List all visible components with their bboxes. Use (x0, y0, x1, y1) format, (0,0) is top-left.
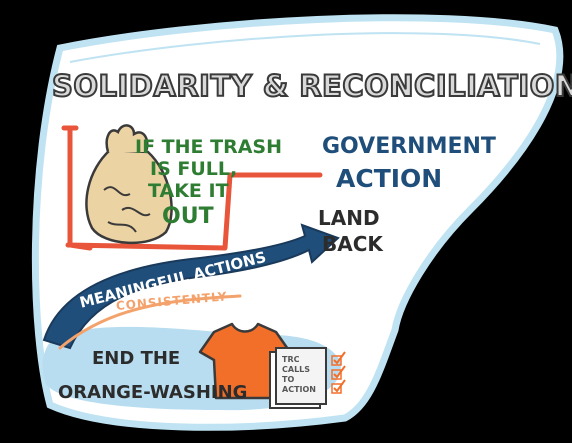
checklist-icon (331, 351, 346, 394)
land-label: LAND (318, 206, 380, 230)
doc-line-3: TO (282, 375, 295, 384)
doc-line-1: TRC (282, 355, 300, 364)
trash-note-line-2: IS FULL, (150, 158, 238, 180)
trash-note-line-1: IF THE TRASH (135, 136, 282, 158)
document-icon (269, 347, 327, 409)
back-label: BACK (322, 232, 383, 256)
orange-arrow (58, 294, 242, 350)
end-the-label: END THE (92, 348, 181, 369)
doc-line-4: ACTION (282, 385, 316, 394)
trash-bag-icon (85, 124, 173, 244)
government-label: GOVERNMENT (322, 134, 496, 159)
action-label: ACTION (336, 164, 443, 193)
red-bracket (65, 127, 323, 251)
doc-line-2: CALLS (282, 365, 311, 374)
big-arrow-body (42, 223, 340, 350)
orange-washing-label: ORANGE-WASHING (58, 382, 248, 403)
trash-note-line-4: OUT (162, 204, 214, 229)
trash-note-line-3: TAKE IT (148, 180, 229, 202)
diagram-title: SOLIDARITY & RECONCILIATION (51, 69, 572, 103)
speech-bubble-inner-line (69, 32, 541, 63)
orange-shirt-icon (198, 322, 292, 400)
